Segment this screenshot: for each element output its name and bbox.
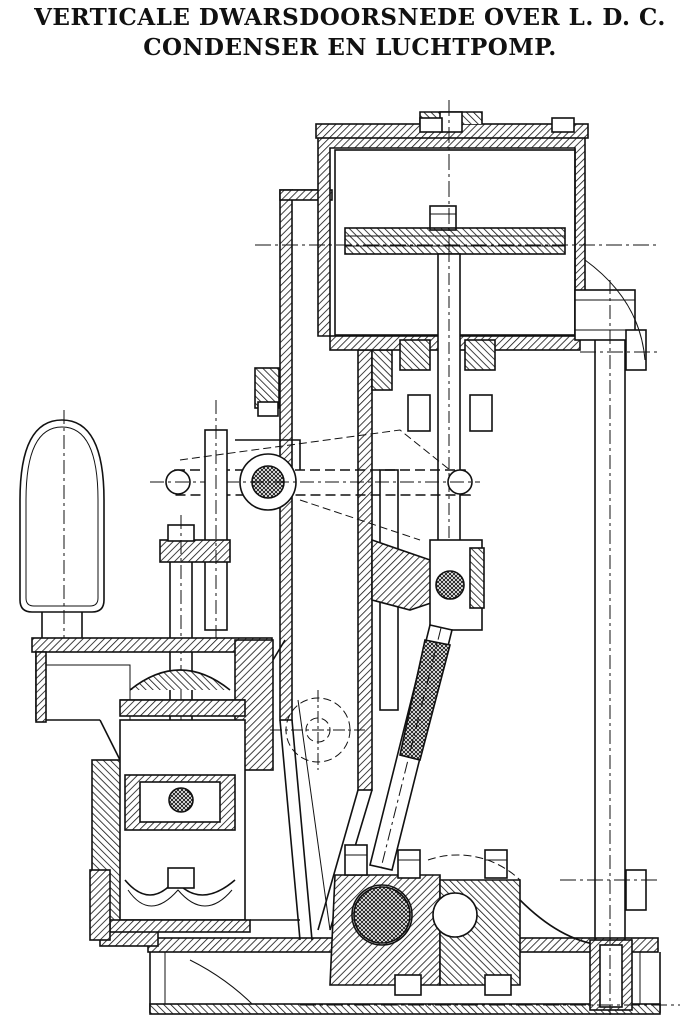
drawing-title-line-1: VERTICALE DWARSDOORSNEDE OVER L. D. C. bbox=[34, 4, 666, 31]
connecting-rod bbox=[369, 624, 453, 871]
drawing-title-line-2: CONDENSER EN LUCHTPOMP. bbox=[143, 34, 557, 61]
rocker-lever bbox=[150, 367, 480, 511]
crosshead bbox=[371, 538, 485, 631]
dashed-circles bbox=[179, 429, 451, 770]
tie-column bbox=[574, 259, 647, 1015]
air-pump-body bbox=[31, 637, 300, 941]
crank-block bbox=[329, 844, 601, 996]
centre-lines bbox=[255, 100, 680, 1006]
air-vessel bbox=[19, 410, 105, 650]
